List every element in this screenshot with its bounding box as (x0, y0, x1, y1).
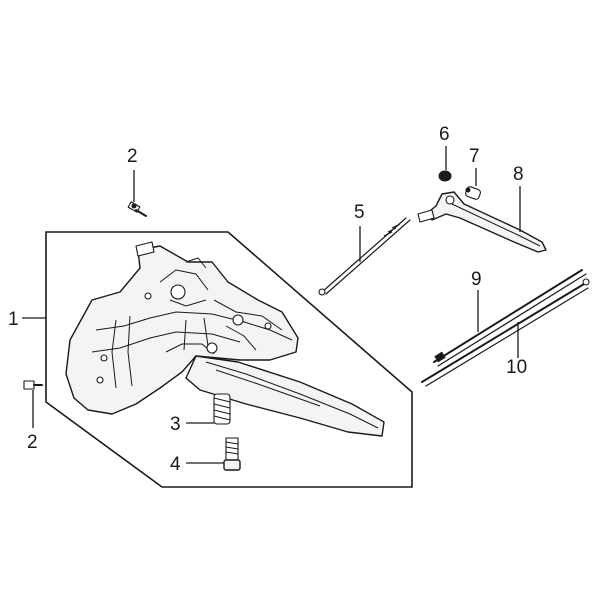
callout-1: 1 (8, 309, 19, 330)
callout-5: 5 (354, 202, 365, 223)
long-rod (433, 269, 587, 367)
lever-arm (417, 191, 547, 253)
callout-6: 6 (439, 124, 450, 145)
bolt-upper (127, 201, 147, 217)
callout-2-upper: 2 (127, 146, 138, 167)
callout-8: 8 (513, 164, 524, 185)
rod-with-spring (318, 217, 411, 296)
callout-3: 3 (170, 414, 181, 435)
nut (438, 170, 452, 182)
callout-2-lower: 2 (27, 432, 38, 453)
callout-10: 10 (506, 357, 527, 378)
long-rod-lower (421, 278, 590, 387)
stand-spring (213, 393, 231, 425)
bolt-lower (23, 380, 43, 390)
main-stand-frame (65, 241, 385, 437)
assembly-group-outline (45, 231, 413, 488)
collar (465, 186, 481, 200)
callout-7: 7 (469, 146, 480, 167)
callout-9: 9 (471, 269, 482, 290)
pivot-bolt (223, 437, 241, 471)
leader-lines (22, 146, 521, 464)
callout-4: 4 (170, 454, 181, 475)
